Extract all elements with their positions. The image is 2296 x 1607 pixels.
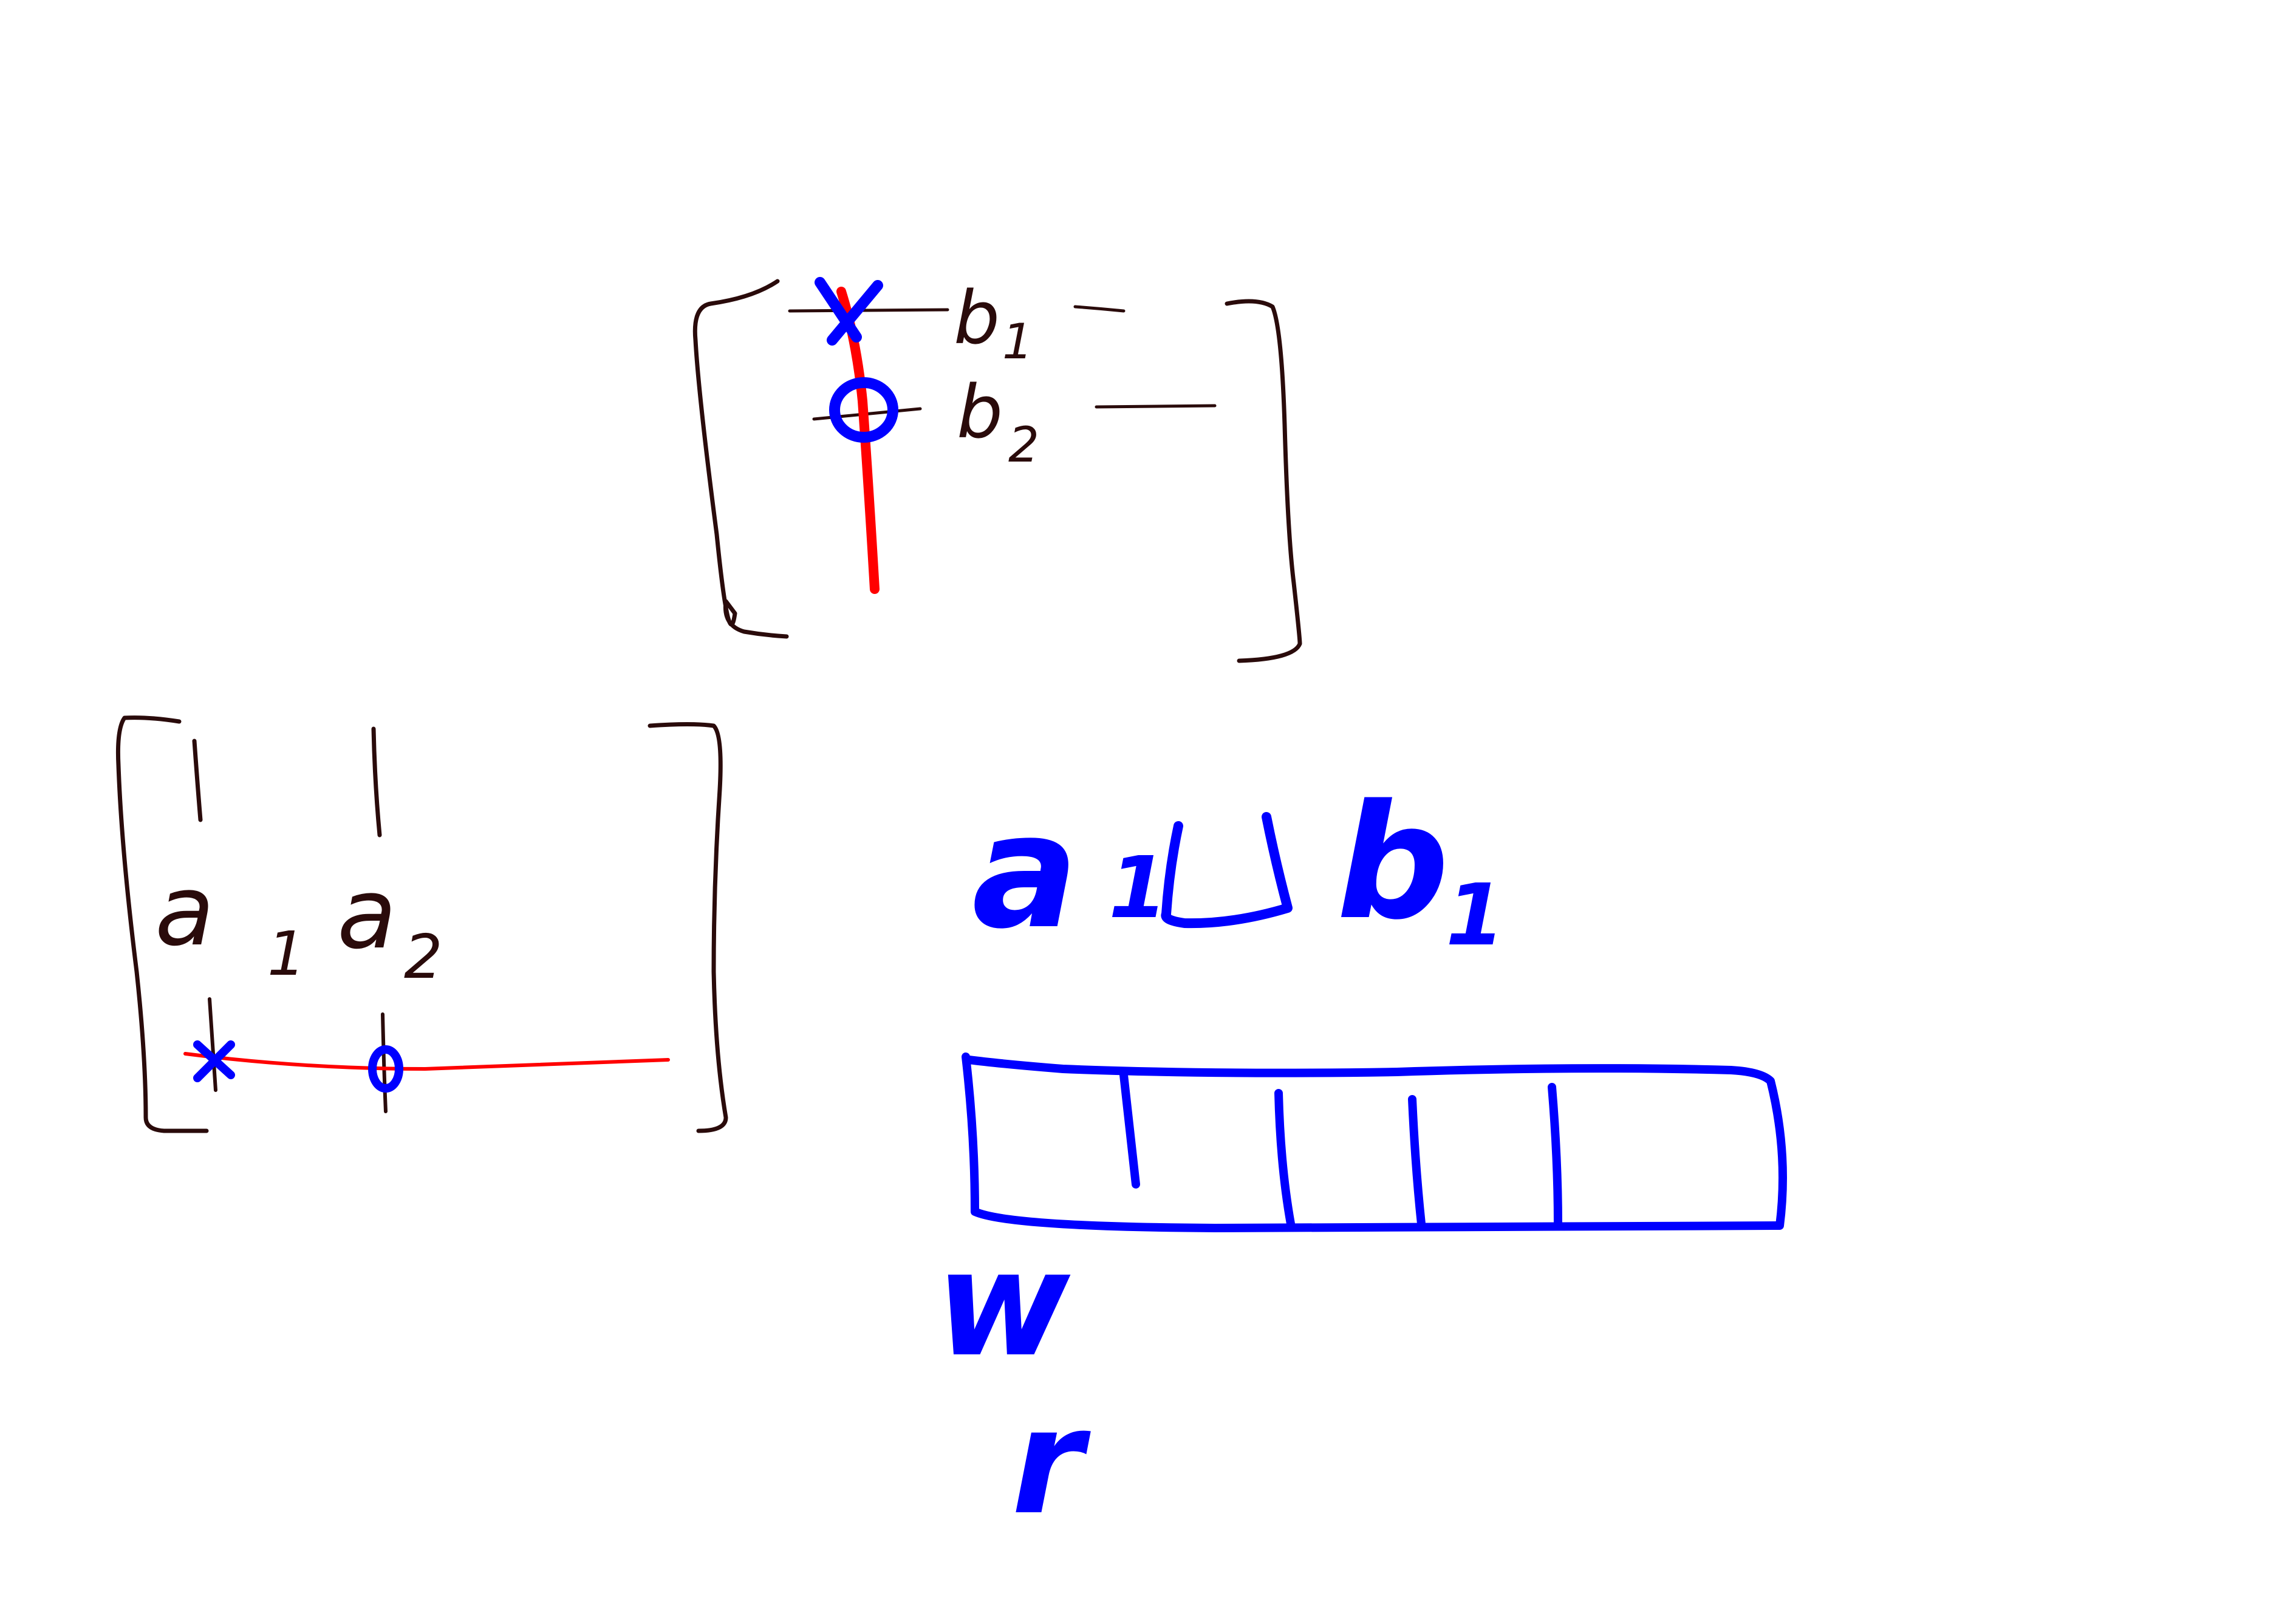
buffer-divider-1: [1119, 1071, 1140, 1189]
row-b1-dash-right: [1073, 305, 1126, 313]
row-highlight-line: [183, 1052, 670, 1071]
buffer-label-r: r: [1011, 1377, 1091, 1547]
matrix-a: a 1 a 2: [115, 715, 728, 1133]
outer-left-label: a: [972, 780, 1078, 964]
outer-right-subscript: 1: [1446, 866, 1505, 965]
matrix-a-right-bracket: [647, 722, 728, 1133]
matrix-b: b 1 b 2: [692, 276, 1302, 663]
col-a1-bar-top: [192, 739, 203, 822]
o-mark: [829, 377, 898, 443]
buffer-outline: [962, 1053, 1787, 1232]
row-b1-dash-left: [788, 308, 949, 313]
buffer-label-w: w: [935, 1219, 1071, 1389]
col-a1-subscript: 1: [267, 918, 306, 989]
col-a2-bar-top: [371, 726, 382, 838]
buffer-strip: w r: [935, 1053, 1787, 1547]
buffer-divider-2: [1274, 1089, 1295, 1228]
o-mark-small: [368, 1045, 403, 1093]
outer-right-label: b: [1336, 771, 1449, 955]
row-b2-dash-right: [1095, 404, 1217, 409]
row-b1-label: b: [954, 276, 1000, 361]
col-a2-bar-bottom: [381, 1012, 388, 1113]
cup-operator: [1161, 812, 1293, 929]
col-a1-bar-bottom: [208, 997, 217, 1092]
col-a1-label: a: [155, 854, 214, 967]
x-mark: [815, 277, 883, 346]
matrix-a-left-bracket: [115, 715, 209, 1133]
col-a2-label: a: [337, 857, 397, 971]
row-b2-label: b: [957, 370, 1003, 455]
row-b2-subscript: 2: [1008, 417, 1039, 473]
matrix-b-right-bracket: [1225, 299, 1302, 663]
buffer-divider-3: [1408, 1095, 1426, 1228]
matrix-b-left-bracket: [692, 279, 789, 639]
row-b1-subscript: 1: [1002, 313, 1033, 370]
outer-left-subscript: 1: [1109, 839, 1167, 938]
col-a2-subscript: 2: [404, 921, 443, 992]
buffer-divider-4: [1548, 1083, 1562, 1228]
x-mark-small: [193, 1040, 235, 1082]
outer-product-expression: a 1 b 1: [972, 771, 1505, 965]
